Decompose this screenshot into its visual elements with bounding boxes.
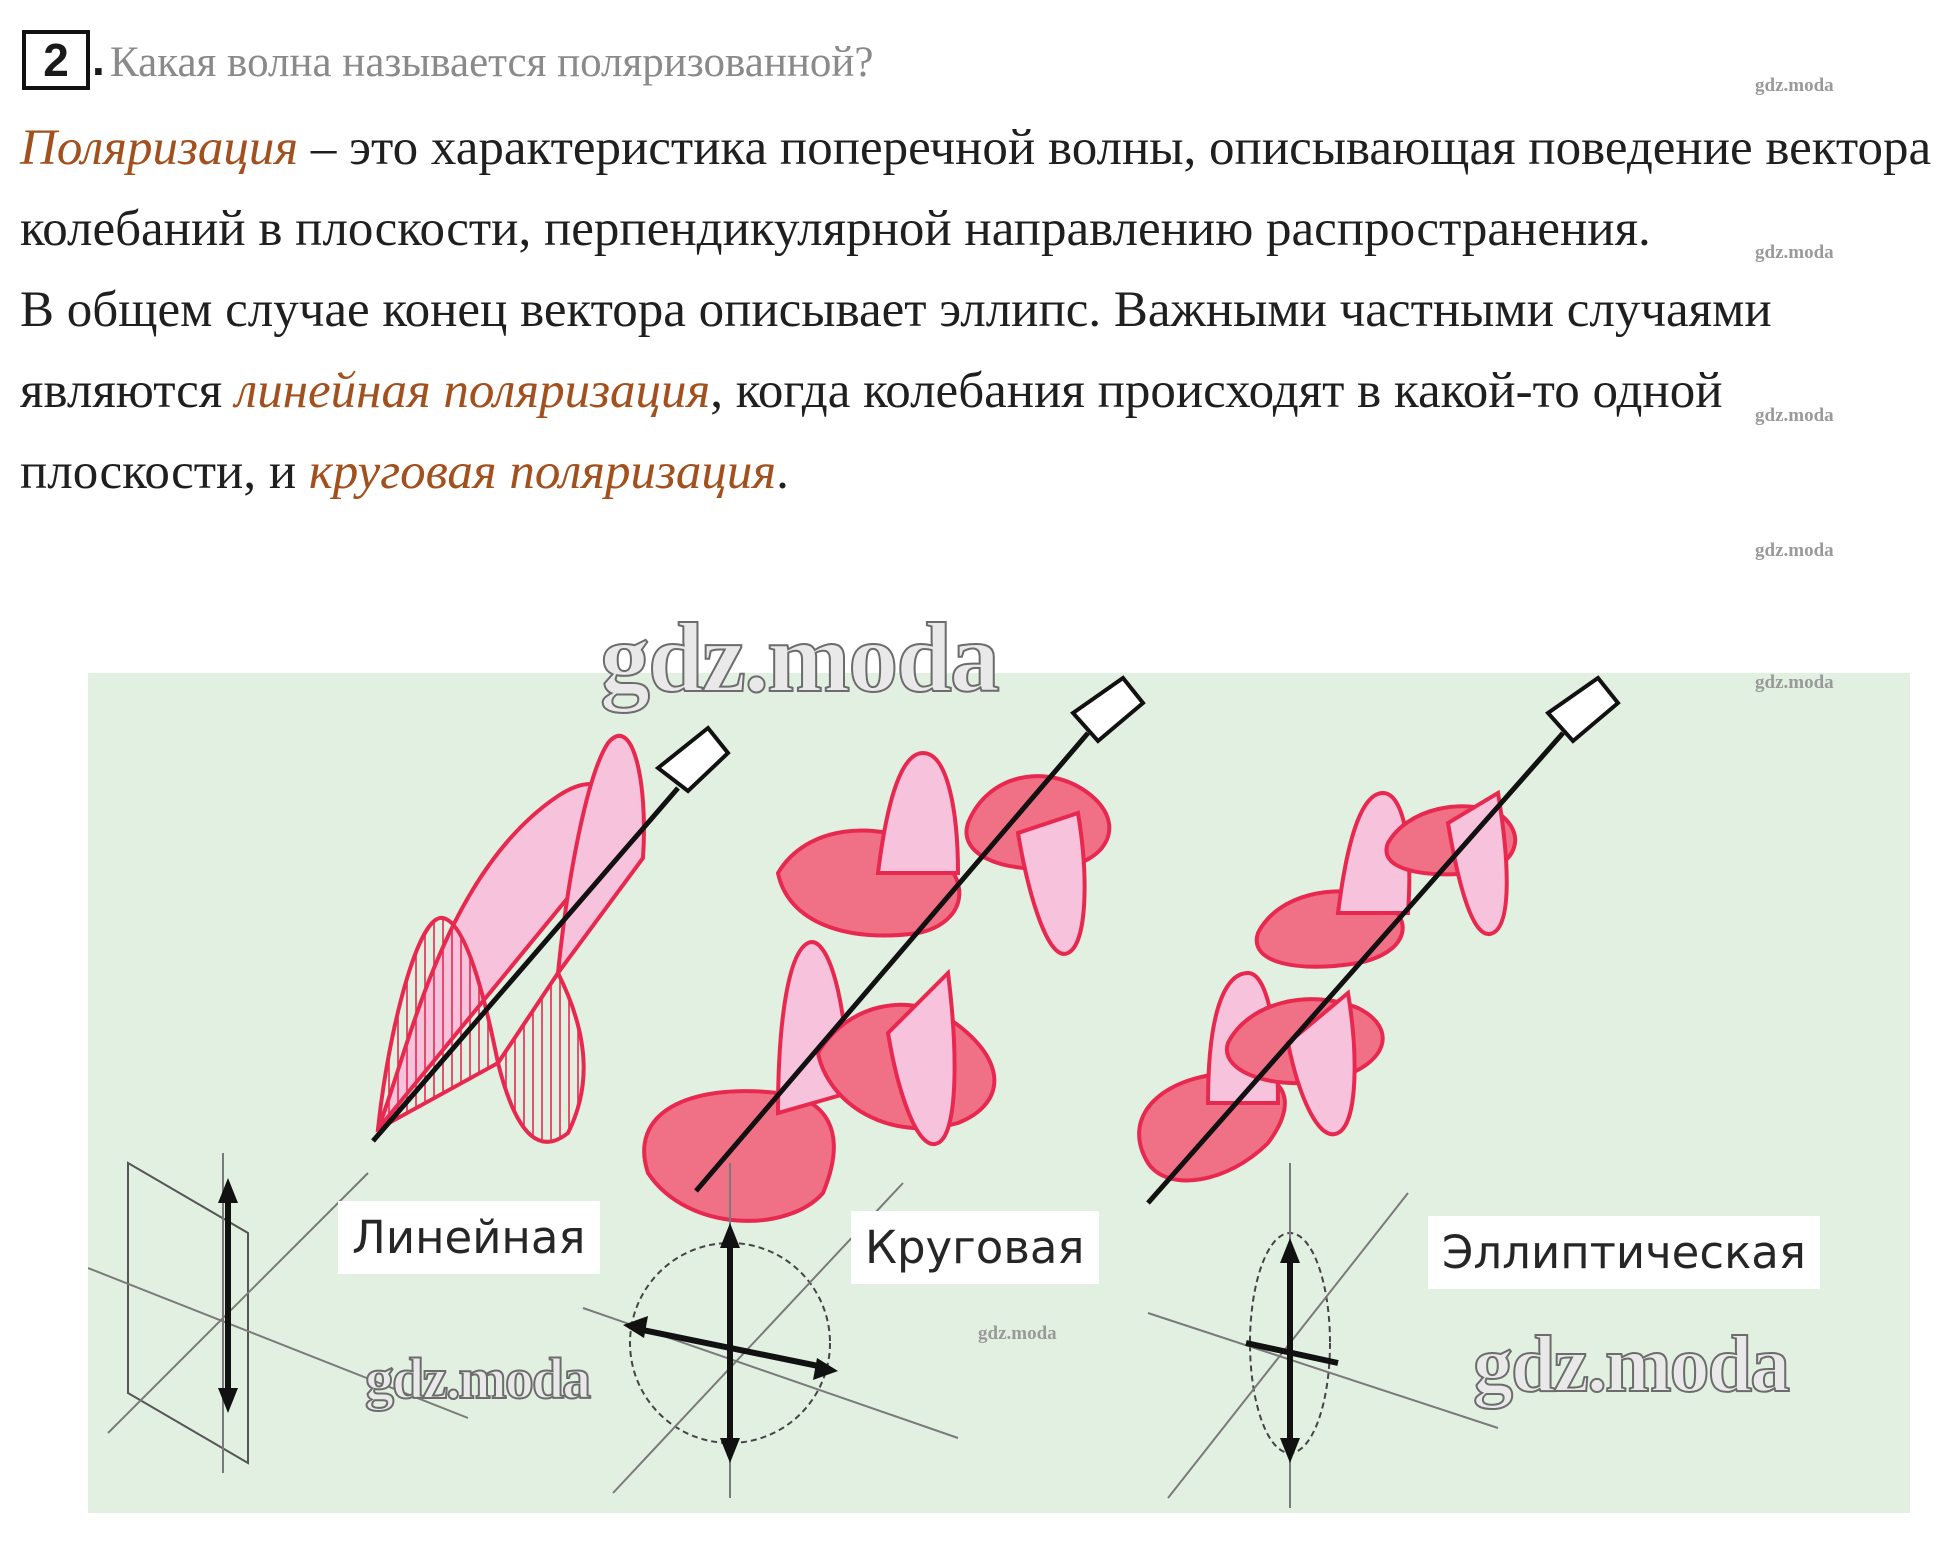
linear-schematic [88,1153,469,1473]
circular-vector-horizontal [632,1325,829,1371]
question-number-dot: . [92,33,105,85]
label-circular: Круговая [851,1211,1099,1284]
linear-arrow-icon [654,725,731,794]
linear-vector [218,1178,238,1413]
watermark-small-4: gdz.moda [1755,540,1834,561]
elliptical-vector-arrow-up-icon [1280,1238,1300,1263]
paragraph-1-rest: – это характеристика поперечной волны, о… [20,120,1932,257]
term-circular-polarization: круговая поляризация [308,444,777,500]
circular-lobe-h1 [642,1089,836,1223]
linear-plane-frame [127,1161,249,1465]
watermark-big-bottom-left: gdz.moda [364,1345,592,1412]
elliptical-arrow-icon [1545,675,1621,744]
linear-wave-lobe-4 [555,734,646,981]
circular-lobe-v3 [875,750,961,875]
elliptical-vector [1245,1238,1339,1463]
watermark-small-1: gdz.moda [1755,75,1834,96]
circular-lobe-v4 [1015,810,1087,956]
watermark-small-3: gdz.moda [1755,405,1834,426]
polarization-figure: Линейная Круговая Эллиптическая [88,673,1910,1513]
paragraph-2-part-3: . [776,444,789,500]
circular-vector-arrow-right-icon [813,1358,838,1380]
circular-wave [642,675,1146,1223]
linear-wave [371,725,731,1144]
watermark-big-bottom-right: gdz.moda [1472,1320,1791,1410]
polarization-diagram [88,675,1621,1508]
term-polarization: Поляризация [20,120,299,176]
circular-lobe-v2 [885,968,957,1147]
watermark-small-2: gdz.moda [1755,242,1834,263]
circular-vector-arrow-left-icon [623,1316,648,1338]
watermark-small-5: gdz.moda [1755,672,1834,693]
circular-propagation-axis [694,731,1090,1193]
elliptical-wave [1137,675,1621,1205]
elliptical-vector-horizontal [1245,1340,1339,1366]
circular-vector-arrow-down-icon [720,1438,740,1463]
paragraph-2-part-1: В общем случае конец вектора описывает э… [20,282,1772,419]
circular-vector [623,1223,838,1463]
linear-vector-arrow-up-icon [218,1178,238,1203]
answer-paragraph-2: В общем случае конец вектора описывает э… [20,270,1935,513]
linear-propagation-axis [371,786,680,1143]
elliptical-vector-arrow-down-icon [1280,1438,1300,1463]
linear-wave-lobe-3 [495,969,586,1144]
linear-diagonal-line [107,1172,369,1434]
watermark-big-top: gdz.moda [599,601,1001,714]
paragraph-2-part-2: , когда колебания происходят в какой-то … [20,363,1723,500]
label-elliptical: Эллиптическая [1428,1216,1820,1289]
circular-arrow-icon [1070,675,1146,744]
term-linear-polarization: линейная поляризация [234,363,711,419]
answer-body: Поляризация – это характеристика попереч… [20,108,1935,513]
linear-wave-lobe-2 [375,915,501,1133]
linear-vector-arrow-down-icon [218,1388,238,1413]
question-number: 2 [22,30,90,90]
question-text: Какая волна называется поляризованной? [110,39,874,86]
label-linear: Линейная [338,1201,600,1274]
circular-vector-arrow-up-icon [720,1223,740,1248]
elliptical-lobe-v4 [1445,789,1509,937]
elliptical-lobe-v2 [1285,989,1357,1137]
elliptical-axis-line [1147,1312,1499,1429]
answer-paragraph-1: Поляризация – это характеристика попереч… [20,108,1935,270]
linear-axis-line [88,1267,469,1419]
watermark-small-6: gdz.moda [978,1323,1057,1344]
elliptical-schematic [1147,1163,1499,1508]
elliptical-propagation-axis [1146,731,1565,1205]
